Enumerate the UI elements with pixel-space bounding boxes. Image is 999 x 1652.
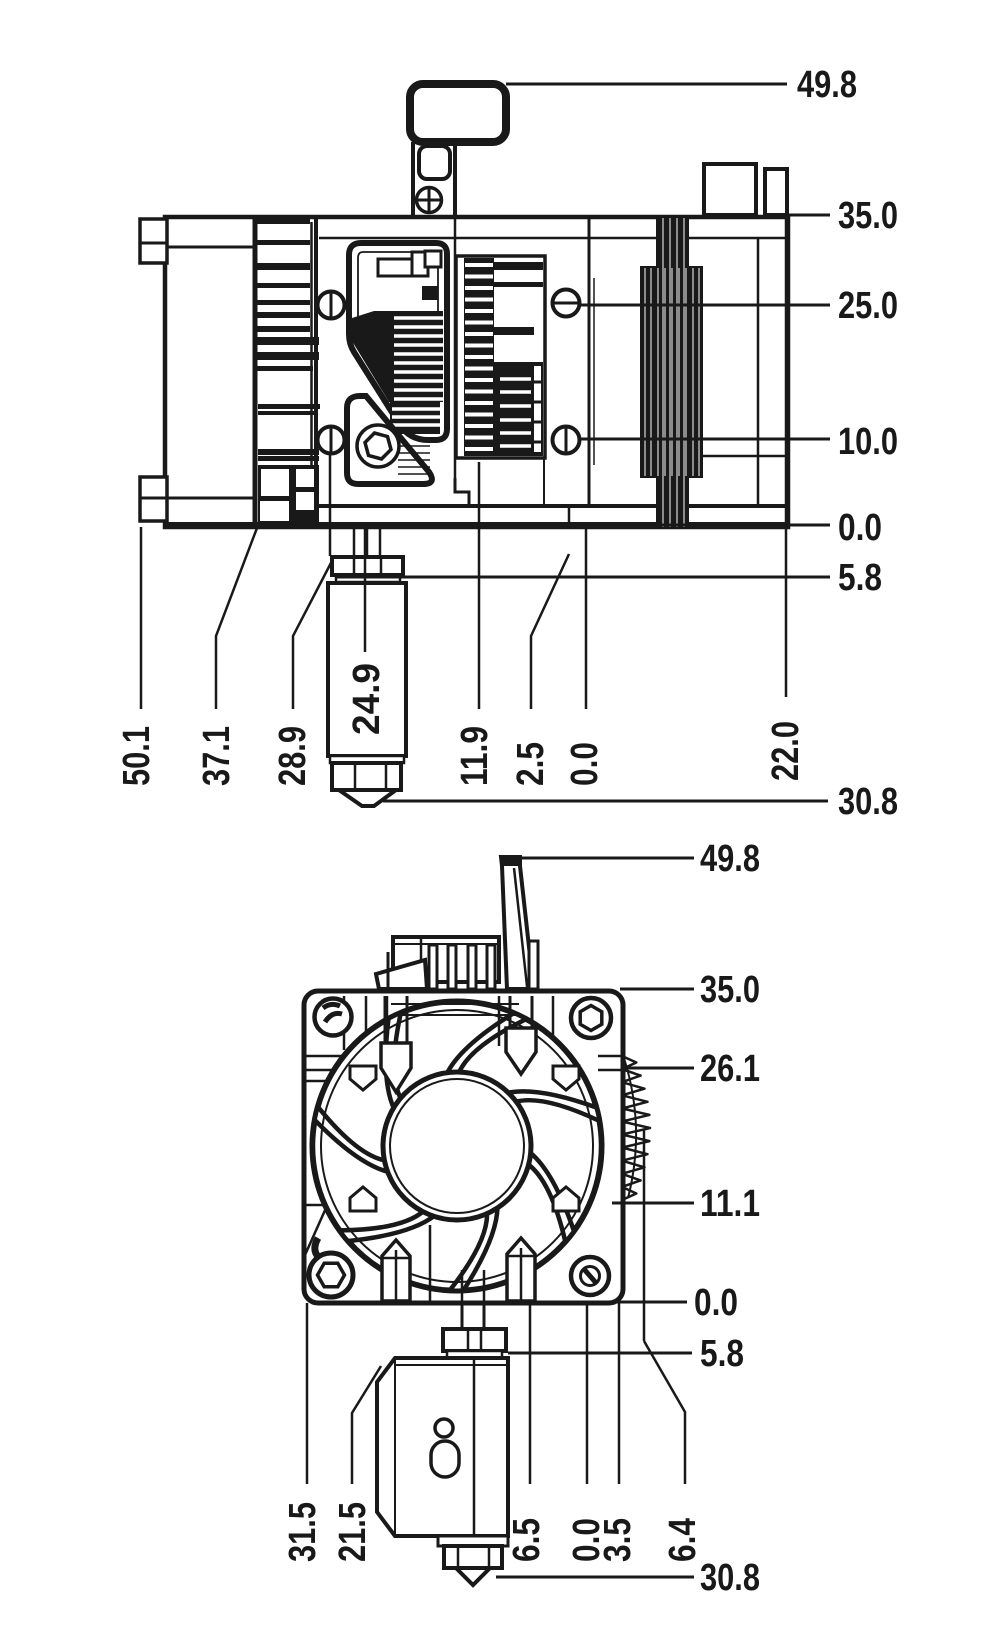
svg-text:6.5: 6.5 bbox=[506, 1518, 548, 1562]
svg-text:6.4: 6.4 bbox=[662, 1518, 704, 1562]
svg-text:10.0: 10.0 bbox=[838, 421, 898, 463]
svg-text:5.8: 5.8 bbox=[838, 557, 882, 599]
svg-text:49.8: 49.8 bbox=[700, 838, 760, 880]
svg-text:11.9: 11.9 bbox=[454, 726, 496, 786]
svg-text:26.1: 26.1 bbox=[700, 1048, 760, 1090]
svg-text:30.8: 30.8 bbox=[700, 1557, 760, 1599]
svg-text:2.5: 2.5 bbox=[510, 742, 552, 786]
svg-text:25.0: 25.0 bbox=[838, 285, 898, 327]
svg-text:35.0: 35.0 bbox=[838, 195, 898, 237]
svg-text:31.5: 31.5 bbox=[282, 1502, 324, 1562]
svg-text:49.8: 49.8 bbox=[797, 64, 857, 106]
svg-text:0.0: 0.0 bbox=[694, 1282, 738, 1324]
svg-text:3.5: 3.5 bbox=[597, 1518, 639, 1562]
svg-text:50.1: 50.1 bbox=[116, 726, 158, 786]
svg-text:37.1: 37.1 bbox=[196, 726, 238, 786]
svg-text:30.8: 30.8 bbox=[838, 781, 898, 823]
svg-text:22.0: 22.0 bbox=[765, 721, 807, 781]
svg-text:11.1: 11.1 bbox=[700, 1183, 760, 1225]
svg-text:0.0: 0.0 bbox=[838, 507, 882, 549]
svg-text:5.8: 5.8 bbox=[700, 1333, 744, 1375]
svg-text:35.0: 35.0 bbox=[700, 969, 760, 1011]
svg-text:28.9: 28.9 bbox=[272, 726, 314, 786]
svg-text:0.0: 0.0 bbox=[566, 1518, 608, 1562]
svg-text:0.0: 0.0 bbox=[564, 742, 606, 786]
svg-text:21.5: 21.5 bbox=[332, 1502, 374, 1562]
svg-text:24.9: 24.9 bbox=[346, 663, 388, 735]
